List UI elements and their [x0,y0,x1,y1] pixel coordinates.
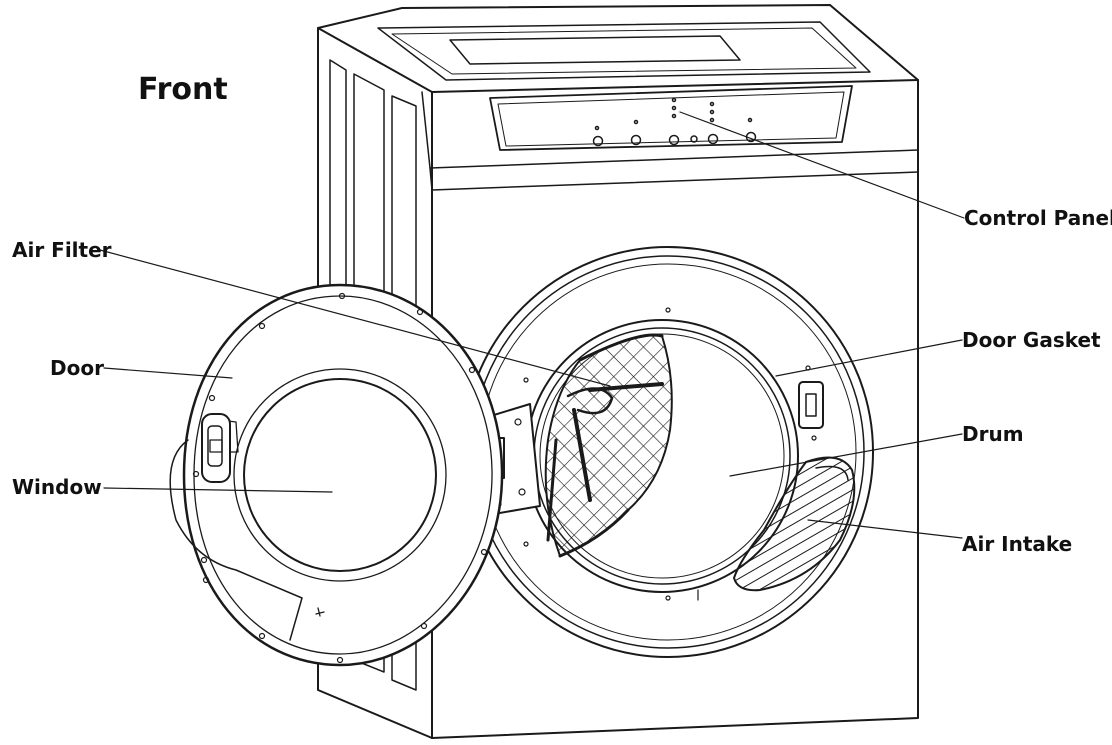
door-gasket-leader [775,339,963,377]
window-leader [103,487,333,493]
leader-lines [99,111,965,539]
air-intake-leader [807,519,963,539]
label-air-intake: Air Intake [962,532,1073,556]
air-filter-screen [544,333,673,558]
label-door-gasket: Door Gasket [962,328,1101,352]
label-drum: Drum [962,422,1024,446]
drum-leader [729,433,963,477]
label-air-filter: Air Filter [12,238,112,262]
door-striker [798,365,824,441]
label-control-panel: Control Panel [964,206,1112,230]
control-panel-leader [679,111,965,219]
air-intake-grille [733,456,856,592]
diagram-title: Front [138,72,228,107]
bezel-screws [523,307,699,601]
control-panel-buttons [592,97,757,147]
door-window [233,368,447,582]
label-window: Window [12,475,102,499]
air-filter-leader [99,249,611,387]
label-door: Door [50,356,104,380]
door-leader [103,367,233,379]
